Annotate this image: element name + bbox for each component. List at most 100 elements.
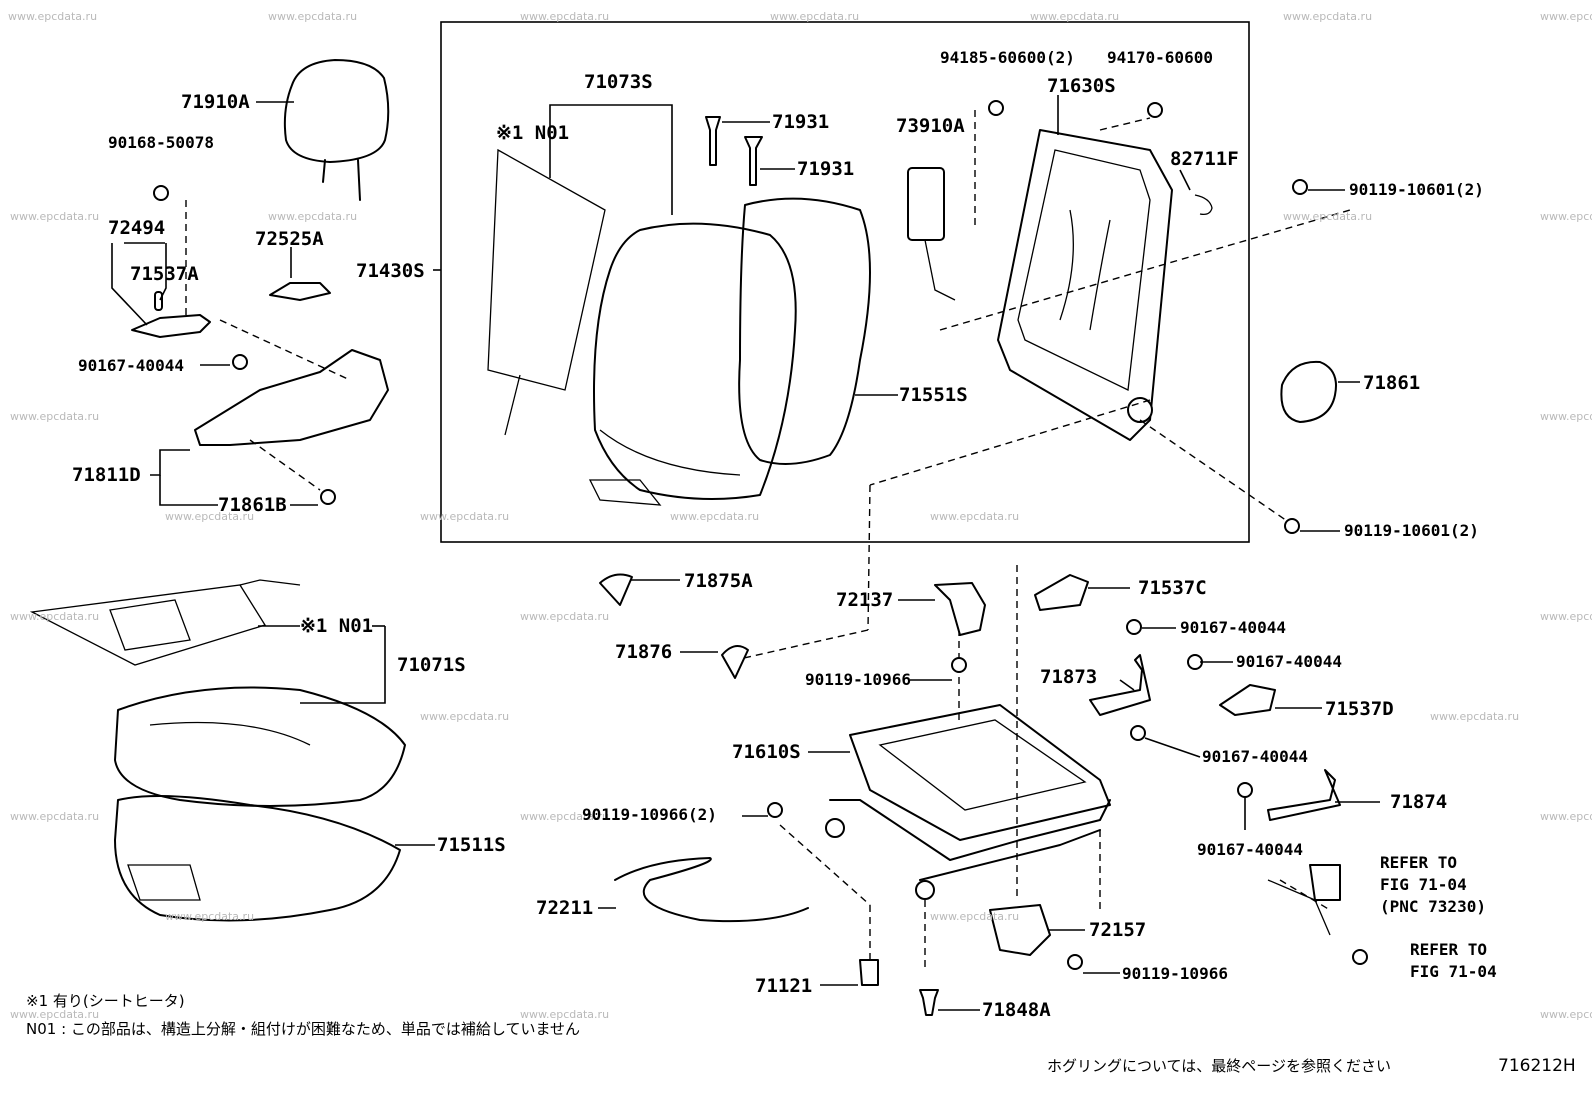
side-shield-71811D xyxy=(194,349,389,446)
watermark: www.epcdata.ru xyxy=(520,610,610,623)
part-label-71876[interactable]: 71876 xyxy=(615,641,673,663)
footnote-heater: ※1 有り(シートヒータ) xyxy=(26,992,185,1010)
rail-foot-front xyxy=(915,880,935,900)
seat-pad xyxy=(114,795,401,922)
part-label-71873[interactable]: 71873 xyxy=(1040,666,1098,688)
part-label-71861[interactable]: 71861 xyxy=(1363,372,1421,394)
rail-foot-left xyxy=(825,818,845,838)
bolt-90119-10966-b xyxy=(1067,954,1083,970)
bracket-72494 xyxy=(131,314,211,338)
bolt-71848A xyxy=(919,989,939,1016)
part-label-71861B[interactable]: 71861B xyxy=(218,494,287,516)
part-label-90119-10966-2[interactable]: 90119-10966(2) xyxy=(582,805,717,824)
part-label-90167-40044-b[interactable]: 90167-40044 xyxy=(1180,618,1286,637)
backrest-group-frame xyxy=(440,21,1250,543)
seatback-cover xyxy=(593,222,797,500)
bolt-90119-a xyxy=(1292,179,1308,195)
watermark: www.epcdata.ru xyxy=(520,810,610,823)
part-label-71430S[interactable]: 71430S xyxy=(356,260,425,282)
leader-lines xyxy=(111,95,1380,1011)
part-label-71537C[interactable]: 71537C xyxy=(1138,577,1207,599)
bracket-71537D xyxy=(1219,684,1276,716)
refer-line: FIG 71-04 xyxy=(1380,875,1467,894)
footnote-hog-ring: ホグリングについては、最終ページを参照ください xyxy=(1047,1057,1391,1075)
pin-71537A xyxy=(154,291,163,311)
part-label-90167-40044-e[interactable]: 90167-40044 xyxy=(1197,840,1303,859)
watermark: www.epcdata.ru xyxy=(268,10,358,23)
watermark: www.epcdata.ru xyxy=(165,910,255,923)
watermark: www.epcdata.ru xyxy=(1540,10,1592,23)
screw-90167-e xyxy=(1237,782,1253,798)
watermark: www.epcdata.ru xyxy=(1540,1008,1592,1021)
part-label-72494[interactable]: 72494 xyxy=(108,217,166,239)
part-label-90119-10966-upper[interactable]: 90119-10966 xyxy=(805,670,911,689)
part-label-72157[interactable]: 72157 xyxy=(1089,919,1147,941)
part-label-90167-40044-c[interactable]: 90167-40044 xyxy=(1236,652,1342,671)
buckle-nut xyxy=(1352,949,1368,965)
part-label-71121[interactable]: 71121 xyxy=(755,975,813,997)
watermark: www.epcdata.ru xyxy=(1540,410,1592,423)
watermark: www.epcdata.ru xyxy=(1540,210,1592,223)
part-label-71511S[interactable]: 71511S xyxy=(437,834,506,856)
screw-90168 xyxy=(153,185,169,201)
wire-72211 xyxy=(614,857,809,923)
watermark: www.epcdata.ru xyxy=(10,610,100,623)
watermark: www.epcdata.ru xyxy=(930,510,1020,523)
watermark: www.epcdata.ru xyxy=(1540,810,1592,823)
recliner-knob-71861 xyxy=(1280,360,1337,423)
part-label-71811D[interactable]: 71811D xyxy=(72,464,141,486)
watermark: www.epcdata.ru xyxy=(770,10,860,23)
watermark: www.epcdata.ru xyxy=(520,1008,610,1021)
part-label-90119-10601-upper[interactable]: 90119-10601(2) xyxy=(1349,180,1484,199)
part-label-n01-upper[interactable]: ※1 N01 xyxy=(496,122,570,144)
cover-72157 xyxy=(989,904,1051,956)
part-label-90119-10601-lower[interactable]: 90119-10601(2) xyxy=(1344,521,1479,540)
watermark: www.epcdata.ru xyxy=(1283,10,1373,23)
bolt-90119-10966-a xyxy=(951,657,967,673)
headrest-drawing xyxy=(283,59,390,201)
part-label-71848A[interactable]: 71848A xyxy=(982,999,1051,1021)
bracket-71874 xyxy=(1267,769,1341,821)
clip-82711F xyxy=(1194,194,1213,216)
part-label-72137[interactable]: 72137 xyxy=(836,589,894,611)
part-label-90167-40044-d[interactable]: 90167-40044 xyxy=(1202,747,1308,766)
part-label-71630S[interactable]: 71630S xyxy=(1047,75,1116,97)
watermark: www.epcdata.ru xyxy=(10,810,100,823)
part-label-71931-b[interactable]: 71931 xyxy=(797,158,855,180)
refer-line: (PNC 73230) xyxy=(1380,897,1486,916)
watermark: www.epcdata.ru xyxy=(8,10,98,23)
part-label-72525A[interactable]: 72525A xyxy=(255,228,324,250)
cover-72525A xyxy=(269,282,331,301)
part-label-90167-40044[interactable]: 90167-40044 xyxy=(78,356,184,375)
part-label-71071S[interactable]: 71071S xyxy=(397,654,466,676)
refer-line: FIG 71-04 xyxy=(1410,962,1497,981)
rivet-71931-b xyxy=(744,136,763,186)
refer-line: REFER TO xyxy=(1380,853,1458,872)
part-label-94185-60600[interactable]: 94185-60600(2) xyxy=(940,48,1075,67)
part-label-73910A[interactable]: 73910A xyxy=(896,115,965,137)
part-label-71073S[interactable]: 71073S xyxy=(584,71,653,93)
figure-code: 716212H xyxy=(1498,1056,1576,1076)
screw-90167-d xyxy=(1130,725,1146,741)
part-label-71910A[interactable]: 71910A xyxy=(181,91,250,113)
cover-71875A xyxy=(599,573,633,606)
part-label-71610S[interactable]: 71610S xyxy=(732,741,801,763)
part-label-n01-lower[interactable]: ※1 N01 xyxy=(300,615,374,637)
part-label-71551S[interactable]: 71551S xyxy=(899,384,968,406)
part-label-71931-a[interactable]: 71931 xyxy=(772,111,830,133)
part-label-90119-10966-lower[interactable]: 90119-10966 xyxy=(1122,964,1228,983)
nut-94185 xyxy=(988,100,1004,116)
watermark: www.epcdata.ru xyxy=(420,710,510,723)
part-label-82711F[interactable]: 82711F xyxy=(1170,148,1239,170)
part-label-72211[interactable]: 72211 xyxy=(536,897,594,919)
part-label-71875A[interactable]: 71875A xyxy=(684,570,753,592)
part-label-71537A[interactable]: 71537A xyxy=(130,263,199,285)
heater-pad-lower xyxy=(29,584,266,666)
part-label-90168-50078[interactable]: 90168-50078 xyxy=(108,133,214,152)
refer-line: REFER TO xyxy=(1410,940,1488,959)
part-label-71874[interactable]: 71874 xyxy=(1390,791,1448,813)
part-label-94170-60600[interactable]: 94170-60600 xyxy=(1107,48,1213,67)
part-label-71537D[interactable]: 71537D xyxy=(1325,698,1394,720)
